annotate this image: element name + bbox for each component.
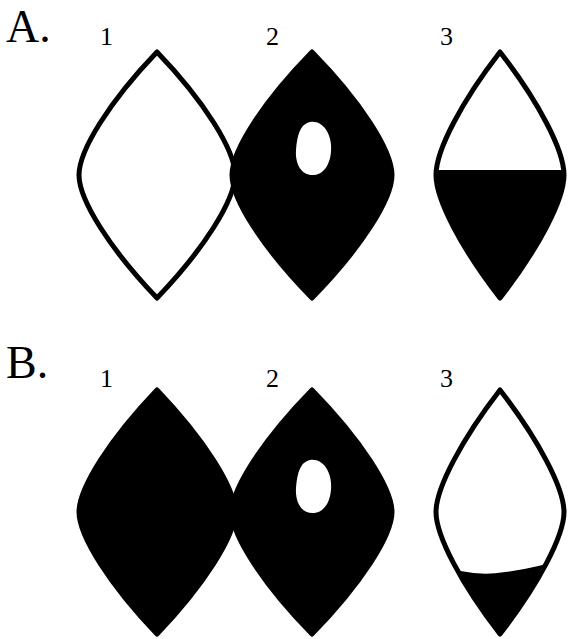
filled-diamond bbox=[232, 52, 392, 298]
bottom-fill bbox=[430, 556, 570, 639]
row-label: A. bbox=[6, 4, 51, 50]
callout-number: 1 bbox=[100, 24, 113, 50]
row-label: B. bbox=[6, 340, 48, 386]
lower-fill bbox=[430, 170, 570, 305]
hole bbox=[296, 122, 331, 175]
callout-number: 3 bbox=[440, 366, 453, 392]
callout-number: 3 bbox=[440, 24, 453, 50]
callout-number: 1 bbox=[100, 366, 113, 392]
callout-number: 2 bbox=[266, 24, 279, 50]
hole bbox=[296, 460, 331, 513]
callout-number: 2 bbox=[266, 366, 279, 392]
partial-diamond-outline bbox=[436, 390, 564, 634]
half-diamond-outline bbox=[436, 52, 564, 298]
solid-diamond bbox=[79, 390, 235, 634]
filled-diamond bbox=[232, 390, 392, 634]
empty-diamond bbox=[79, 52, 235, 298]
